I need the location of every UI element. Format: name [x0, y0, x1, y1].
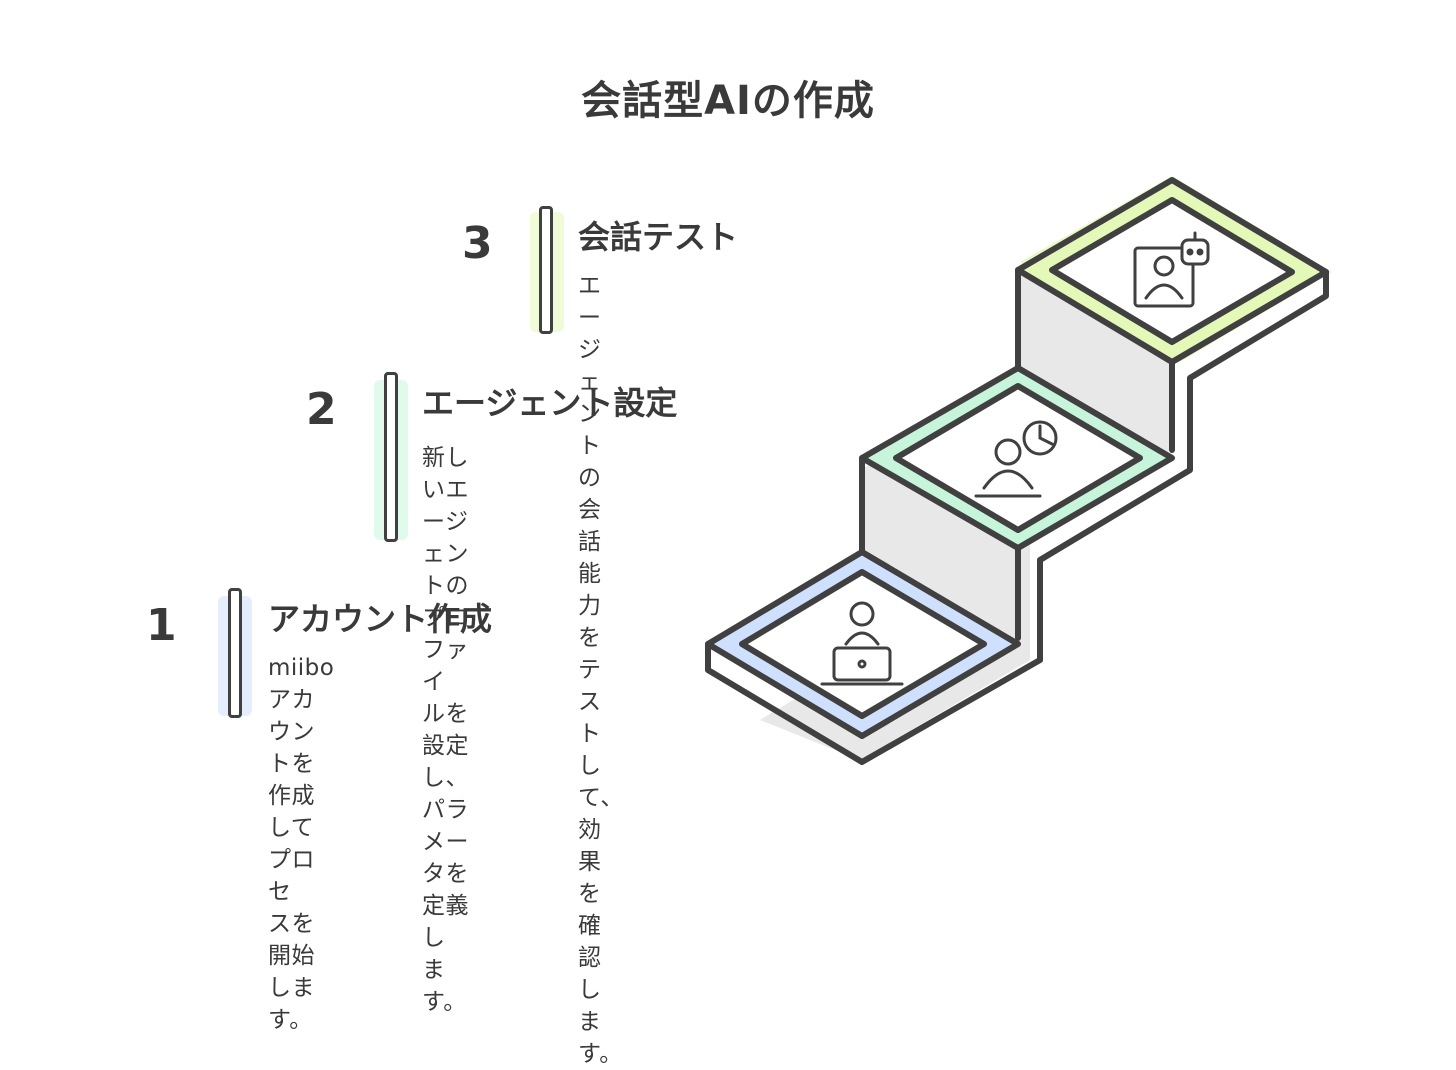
- step-3-bar: [539, 206, 553, 334]
- step-3-number: 3: [462, 218, 493, 269]
- person-laptop-icon: [820, 601, 904, 686]
- step-2-bar: [384, 372, 398, 542]
- step-1-number: 1: [146, 600, 177, 651]
- step-2-number: 2: [306, 384, 337, 435]
- step-3-side: [1037, 269, 1329, 663]
- person-settings-icon: [974, 420, 1058, 498]
- staircase-diagram: [705, 176, 1332, 765]
- step-1-heading: アカウント作成: [268, 600, 493, 638]
- profile-robot-icon: [1133, 231, 1210, 308]
- step-1-inner: [739, 569, 987, 719]
- step-1-bar: [228, 588, 242, 718]
- step-1-front: [705, 641, 1043, 765]
- step-2-heading: エージェント設定: [422, 384, 678, 422]
- step-3-heading: 会話テスト: [578, 218, 739, 256]
- page-title: 会話型AIの作成: [581, 78, 875, 124]
